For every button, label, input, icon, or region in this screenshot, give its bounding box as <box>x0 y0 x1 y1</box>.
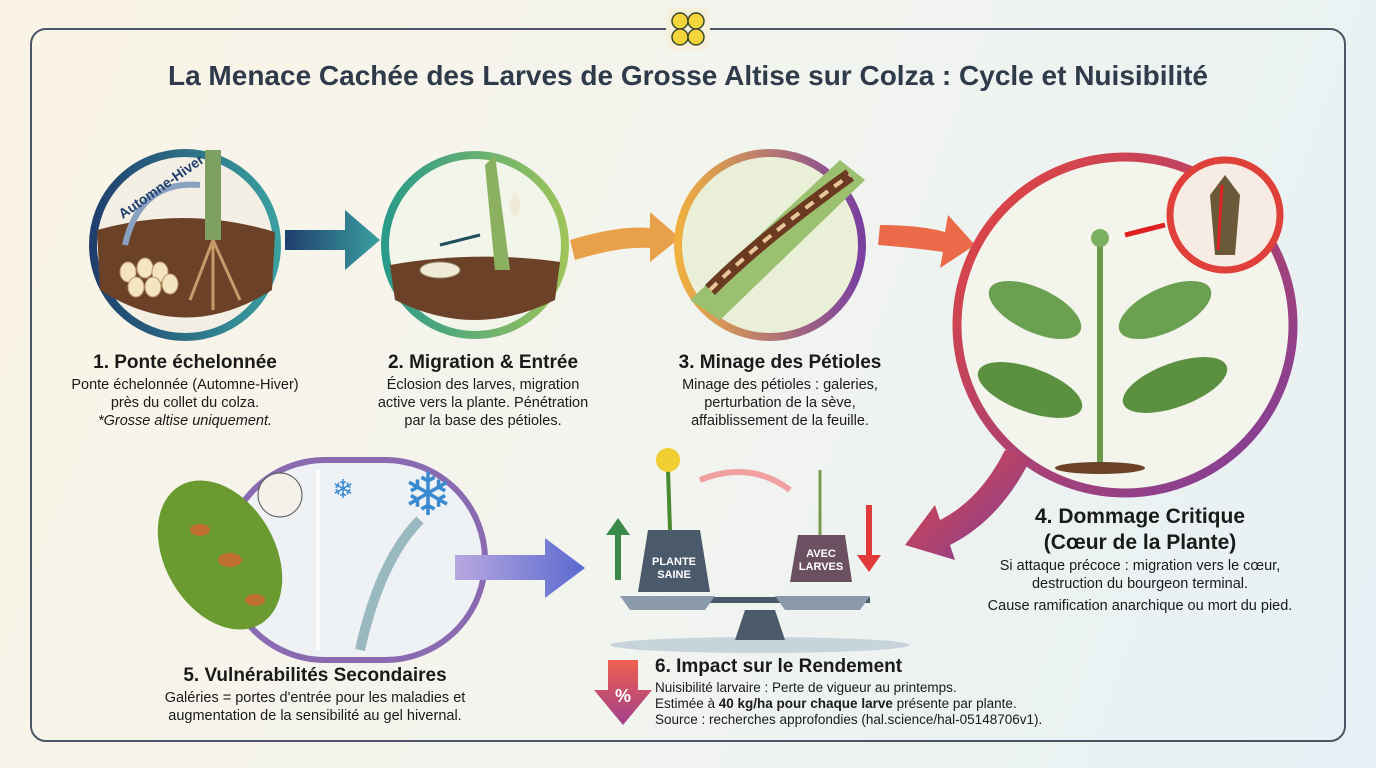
flower-logo-icon <box>666 8 710 50</box>
scale-left-label-1: PLANTE <box>652 556 696 568</box>
source-text: Source : recherches approfondies (hal.sc… <box>655 712 1043 727</box>
step-text: Minage des pétioles : galeries, <box>682 377 878 393</box>
step5-disease-frost-illustration: ❄ ❄ <box>157 457 488 663</box>
arrow-5-to-6 <box>455 538 585 598</box>
percent-down-arrow-icon: % <box>594 660 652 725</box>
step-title-line: (Cœur de la Plante) <box>1043 531 1237 554</box>
step-title: 5. Vulnérabilités Secondaires <box>183 665 447 686</box>
step-text: destruction du bourgeon terminal. <box>1031 576 1249 592</box>
step4-critical-damage-illustration <box>952 152 1298 498</box>
step-text: Estimée à 40 kg/ha pour chaque larve pré… <box>655 696 1017 711</box>
scale-left-label-2: SAINE <box>657 569 691 581</box>
step-3: 3. Minage des Pétioles Minage des pétiol… <box>640 352 920 430</box>
scale-right-label-2: LARVES <box>799 561 843 573</box>
step-text: Cause ramification anarchique ou mort du… <box>987 598 1293 614</box>
step-2: 2. Migration & Entrée Éclosion des larve… <box>343 352 623 430</box>
arrow-4-to-6 <box>905 450 1030 560</box>
step-text: par la base des pétioles. <box>404 413 562 429</box>
step-text: affaiblissement de la feuille. <box>691 413 869 429</box>
step-text: Éclosion des larves, migration <box>386 377 580 393</box>
step-text: perturbation de la sève, <box>704 395 856 411</box>
step-5: 5. Vulnérabilités Secondaires Galéries =… <box>140 665 490 725</box>
step-text: près du collet du colza. <box>110 395 260 411</box>
page-title: La Menace Cachée des Larves de Grosse Al… <box>167 60 1209 91</box>
step1-egg-laying-illustration: Automne-Hiver <box>89 149 281 341</box>
step2-migration-illustration <box>381 151 569 339</box>
step-text: Ponte échelonnée (Automne-Hiver) <box>71 377 299 393</box>
step-text: Galéries = portes d'entrée pour les mala… <box>164 690 466 706</box>
step-title: 1. Ponte échelonnée <box>93 352 277 373</box>
step3-petiole-mining-illustration <box>674 149 866 341</box>
step-title: 3. Minage des Pétioles <box>678 352 882 373</box>
svg-text:❄: ❄ <box>403 461 453 528</box>
arrow-2-to-3 <box>570 212 680 262</box>
step-title: 2. Migration & Entrée <box>387 352 579 373</box>
arrow-1-to-2 <box>285 210 380 270</box>
step-text: augmentation de la sensibilité au gel hi… <box>168 708 462 724</box>
yield-loss-highlight: 40 kg/ha pour chaque larve <box>718 696 893 711</box>
step-text: Nuisibilité larvaire : Perte de vigueur … <box>655 680 957 695</box>
yield-balance-scale-illustration: PLANTE SAINE AVEC LARVES <box>606 448 910 653</box>
step-title-line: 4. Dommage Critique <box>1034 505 1246 528</box>
step-1: 1. Ponte échelonnée Ponte échelonnée (Au… <box>50 352 320 430</box>
step-6: 6. Impact sur le Rendement Nuisibilité l… <box>655 656 1115 728</box>
step-note: *Grosse altise uniquement. <box>97 413 273 429</box>
svg-text:%: % <box>615 686 631 706</box>
step-4: 4. Dommage Critique (Cœur de la Plante) … <box>950 505 1330 615</box>
arrow-3-to-4 <box>878 215 975 268</box>
step-text: active vers la plante. Pénétration <box>377 395 589 411</box>
svg-text:❄: ❄ <box>332 474 354 504</box>
step-text: Si attaque précoce : migration vers le c… <box>999 558 1281 574</box>
scale-right-label-1: AVEC <box>806 548 836 560</box>
step-title: 6. Impact sur le Rendement <box>655 656 903 677</box>
